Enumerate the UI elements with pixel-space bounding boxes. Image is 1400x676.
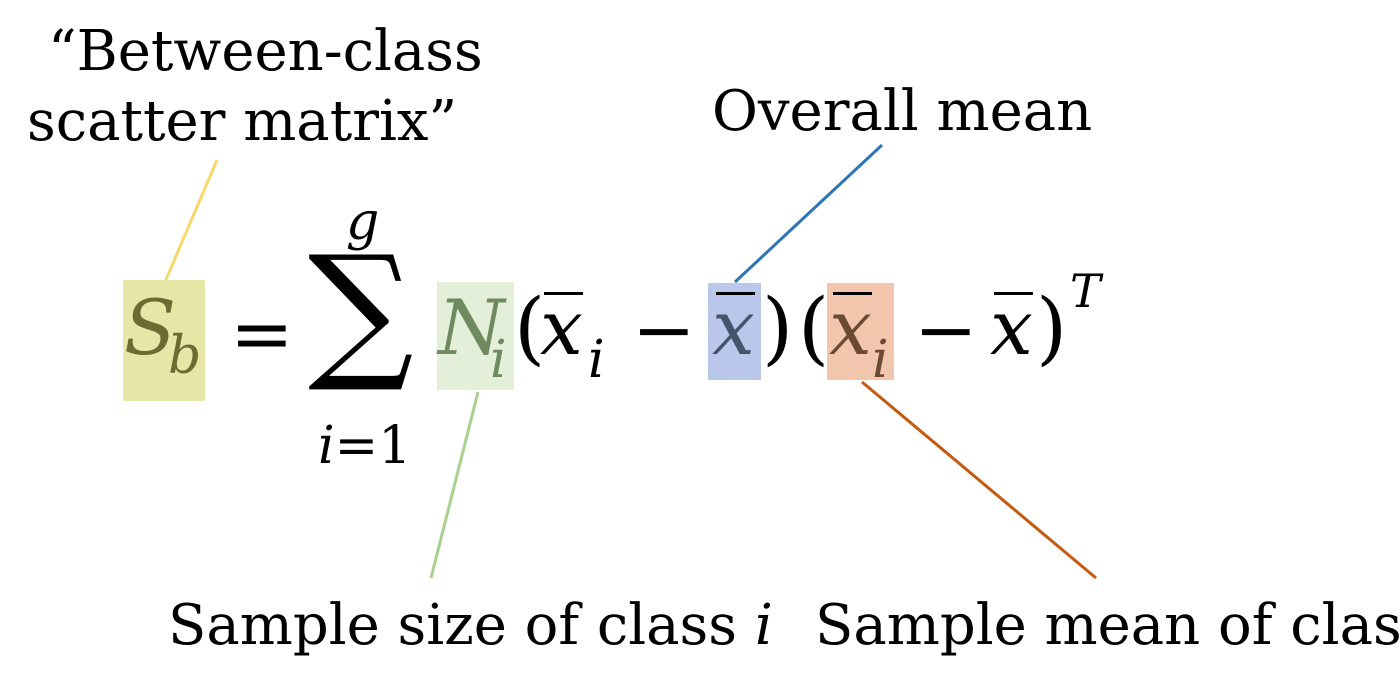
close-paren-1: ) xyxy=(762,281,794,374)
transpose-superscript: T xyxy=(1070,264,1101,318)
class-mean-term-1: x xyxy=(540,290,583,366)
lhs-highlight-box xyxy=(123,280,205,401)
class-mean-term-2-subscript: i xyxy=(872,330,889,390)
sum-lower-var: i xyxy=(318,416,335,476)
overall-mean-term-1-x: x xyxy=(712,283,755,372)
overall-mean-term-2: x xyxy=(990,290,1033,366)
class-mean-term-1-subscript: i xyxy=(588,330,605,390)
overall-mean-term-1: x xyxy=(712,290,755,366)
sample-size-highlight-box xyxy=(437,282,514,390)
sample-size-label: Sample size of class i xyxy=(168,598,773,654)
sample-size-subscript: i xyxy=(490,330,507,390)
lhs-connector-line xyxy=(163,159,219,283)
minus-sign-1: − xyxy=(632,285,696,374)
sum-lower-rest: =1 xyxy=(334,416,412,476)
open-paren-1: ( xyxy=(514,281,546,374)
sample-mean-label: Sample mean of class i xyxy=(815,598,1400,654)
lhs-subscript: b xyxy=(168,326,202,386)
class-mean-term-2: x xyxy=(829,290,872,366)
lhs-symbol: S xyxy=(124,283,177,372)
sample-mean-connector-line xyxy=(861,380,1097,580)
class-mean-highlight-box xyxy=(827,283,894,380)
between-class-label-line1: “Between-class xyxy=(48,19,483,84)
sum-lower-limit: i=1 xyxy=(318,420,411,472)
between-class-label-line2: scatter matrix” xyxy=(27,89,458,154)
class-mean-term-2-x: x xyxy=(829,283,872,372)
sample-size-label-text: Sample size of class xyxy=(168,593,755,658)
overall-mean-label: Overall mean xyxy=(712,79,1093,144)
class-mean-term-1-x: x xyxy=(540,283,583,372)
overall-mean-connector-line xyxy=(733,143,884,284)
overall-mean-term-2-x: x xyxy=(990,283,1033,372)
overall-mean-highlight-box xyxy=(708,283,761,380)
open-paren-2: ( xyxy=(798,281,830,374)
sum-upper-limit: g xyxy=(346,192,380,252)
sample-size-connector-line xyxy=(429,391,480,579)
sample-mean-label-text: Sample mean of class xyxy=(815,593,1400,658)
sample-size-symbol: N xyxy=(438,283,505,372)
sum-symbol: ∑ xyxy=(308,224,414,396)
close-paren-2: ) xyxy=(1036,281,1068,374)
sample-size-label-var: i xyxy=(754,593,773,658)
equals-sign: = xyxy=(230,289,294,378)
minus-sign-2: − xyxy=(914,285,978,374)
